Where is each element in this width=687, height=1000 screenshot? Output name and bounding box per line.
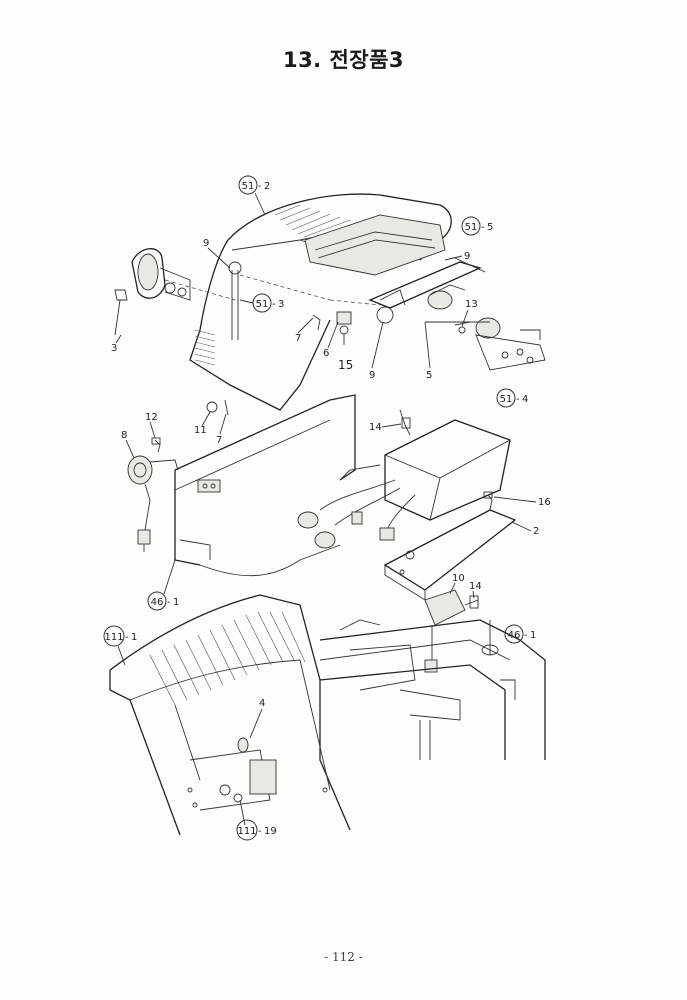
svg-text:-: - — [516, 394, 520, 405]
right-bracket-assembly — [368, 257, 546, 371]
svg-text:-: - — [167, 597, 171, 608]
page-title: 13. 전장품3 — [282, 48, 405, 72]
controller-box — [297, 409, 511, 549]
callout-51-4: 51 - 4 — [496, 388, 528, 408]
callout-111-1: 111 - 1 — [103, 625, 137, 666]
part-16: 16 — [538, 497, 551, 508]
svg-text:2: 2 — [264, 181, 270, 192]
part-15: 15 — [338, 358, 353, 372]
svg-text:1: 1 — [131, 632, 137, 643]
callout-46-1-left: 46 - 1 — [147, 559, 179, 611]
part-5: 5 — [426, 370, 432, 381]
svg-text:1: 1 — [530, 630, 536, 641]
svg-text:51: 51 — [500, 394, 513, 405]
part-3: 3 — [111, 343, 117, 354]
svg-text:3: 3 — [278, 299, 284, 310]
floor-plate — [109, 594, 351, 836]
part-10: 10 — [452, 573, 465, 584]
svg-text:19: 19 — [264, 826, 277, 837]
svg-text:1: 1 — [173, 597, 179, 608]
fasteners-upper — [206, 311, 352, 416]
part-14-top: 14 — [369, 422, 382, 433]
chassis-frame — [319, 619, 546, 760]
svg-text:51: 51 — [465, 222, 478, 233]
svg-text:-: - — [524, 630, 528, 641]
page-number: - 112 - — [324, 950, 363, 964]
relay — [424, 589, 479, 673]
part-9-bottom: 9 — [369, 370, 375, 381]
horn-left — [127, 437, 179, 552]
part-14-bottom: 14 — [469, 581, 482, 592]
part-7-bottom: 7 — [216, 435, 222, 446]
part-8: 8 — [121, 430, 127, 441]
callout-51-5: 51 - 5 — [461, 216, 493, 236]
hood-assembly — [164, 193, 452, 411]
svg-text:-: - — [258, 826, 262, 837]
part-11: 11 — [194, 425, 207, 436]
svg-text:46: 46 — [151, 597, 164, 608]
part-13: 13 — [465, 299, 478, 310]
part-7-top: 7 — [295, 333, 301, 344]
part-6: 6 — [323, 348, 329, 359]
part-4: 4 — [259, 698, 265, 709]
svg-text:51: 51 — [242, 181, 255, 192]
callout-111-19: 111 - 19 — [236, 819, 277, 841]
svg-text:5: 5 — [487, 222, 493, 233]
side-vent — [194, 329, 216, 366]
svg-text:46: 46 — [508, 630, 521, 641]
part-2: 2 — [533, 526, 539, 537]
callout-51-3: 51 - 3 — [239, 293, 284, 313]
part-9-left: 9 — [203, 238, 209, 249]
svg-text:111: 111 — [237, 826, 256, 837]
svg-text:-: - — [258, 181, 262, 192]
svg-text:-: - — [481, 222, 485, 233]
part-9-right: 9 — [464, 251, 470, 262]
callout-46-1-right: 46 - 1 — [504, 624, 536, 644]
part-labels: 3 9 9 9 7 7 6 15 5 13 12 8 11 — [111, 238, 551, 739]
frame-beam — [174, 394, 381, 577]
svg-text:-: - — [272, 299, 276, 310]
svg-text:51: 51 — [256, 299, 269, 310]
svg-text:111: 111 — [104, 632, 123, 643]
callout-51-2: 51 - 2 — [238, 175, 270, 216]
svg-text:-: - — [125, 632, 129, 643]
side-lamp — [114, 248, 191, 336]
svg-text:4: 4 — [522, 394, 528, 405]
part-12: 12 — [145, 412, 158, 423]
mount-plate — [383, 491, 517, 601]
